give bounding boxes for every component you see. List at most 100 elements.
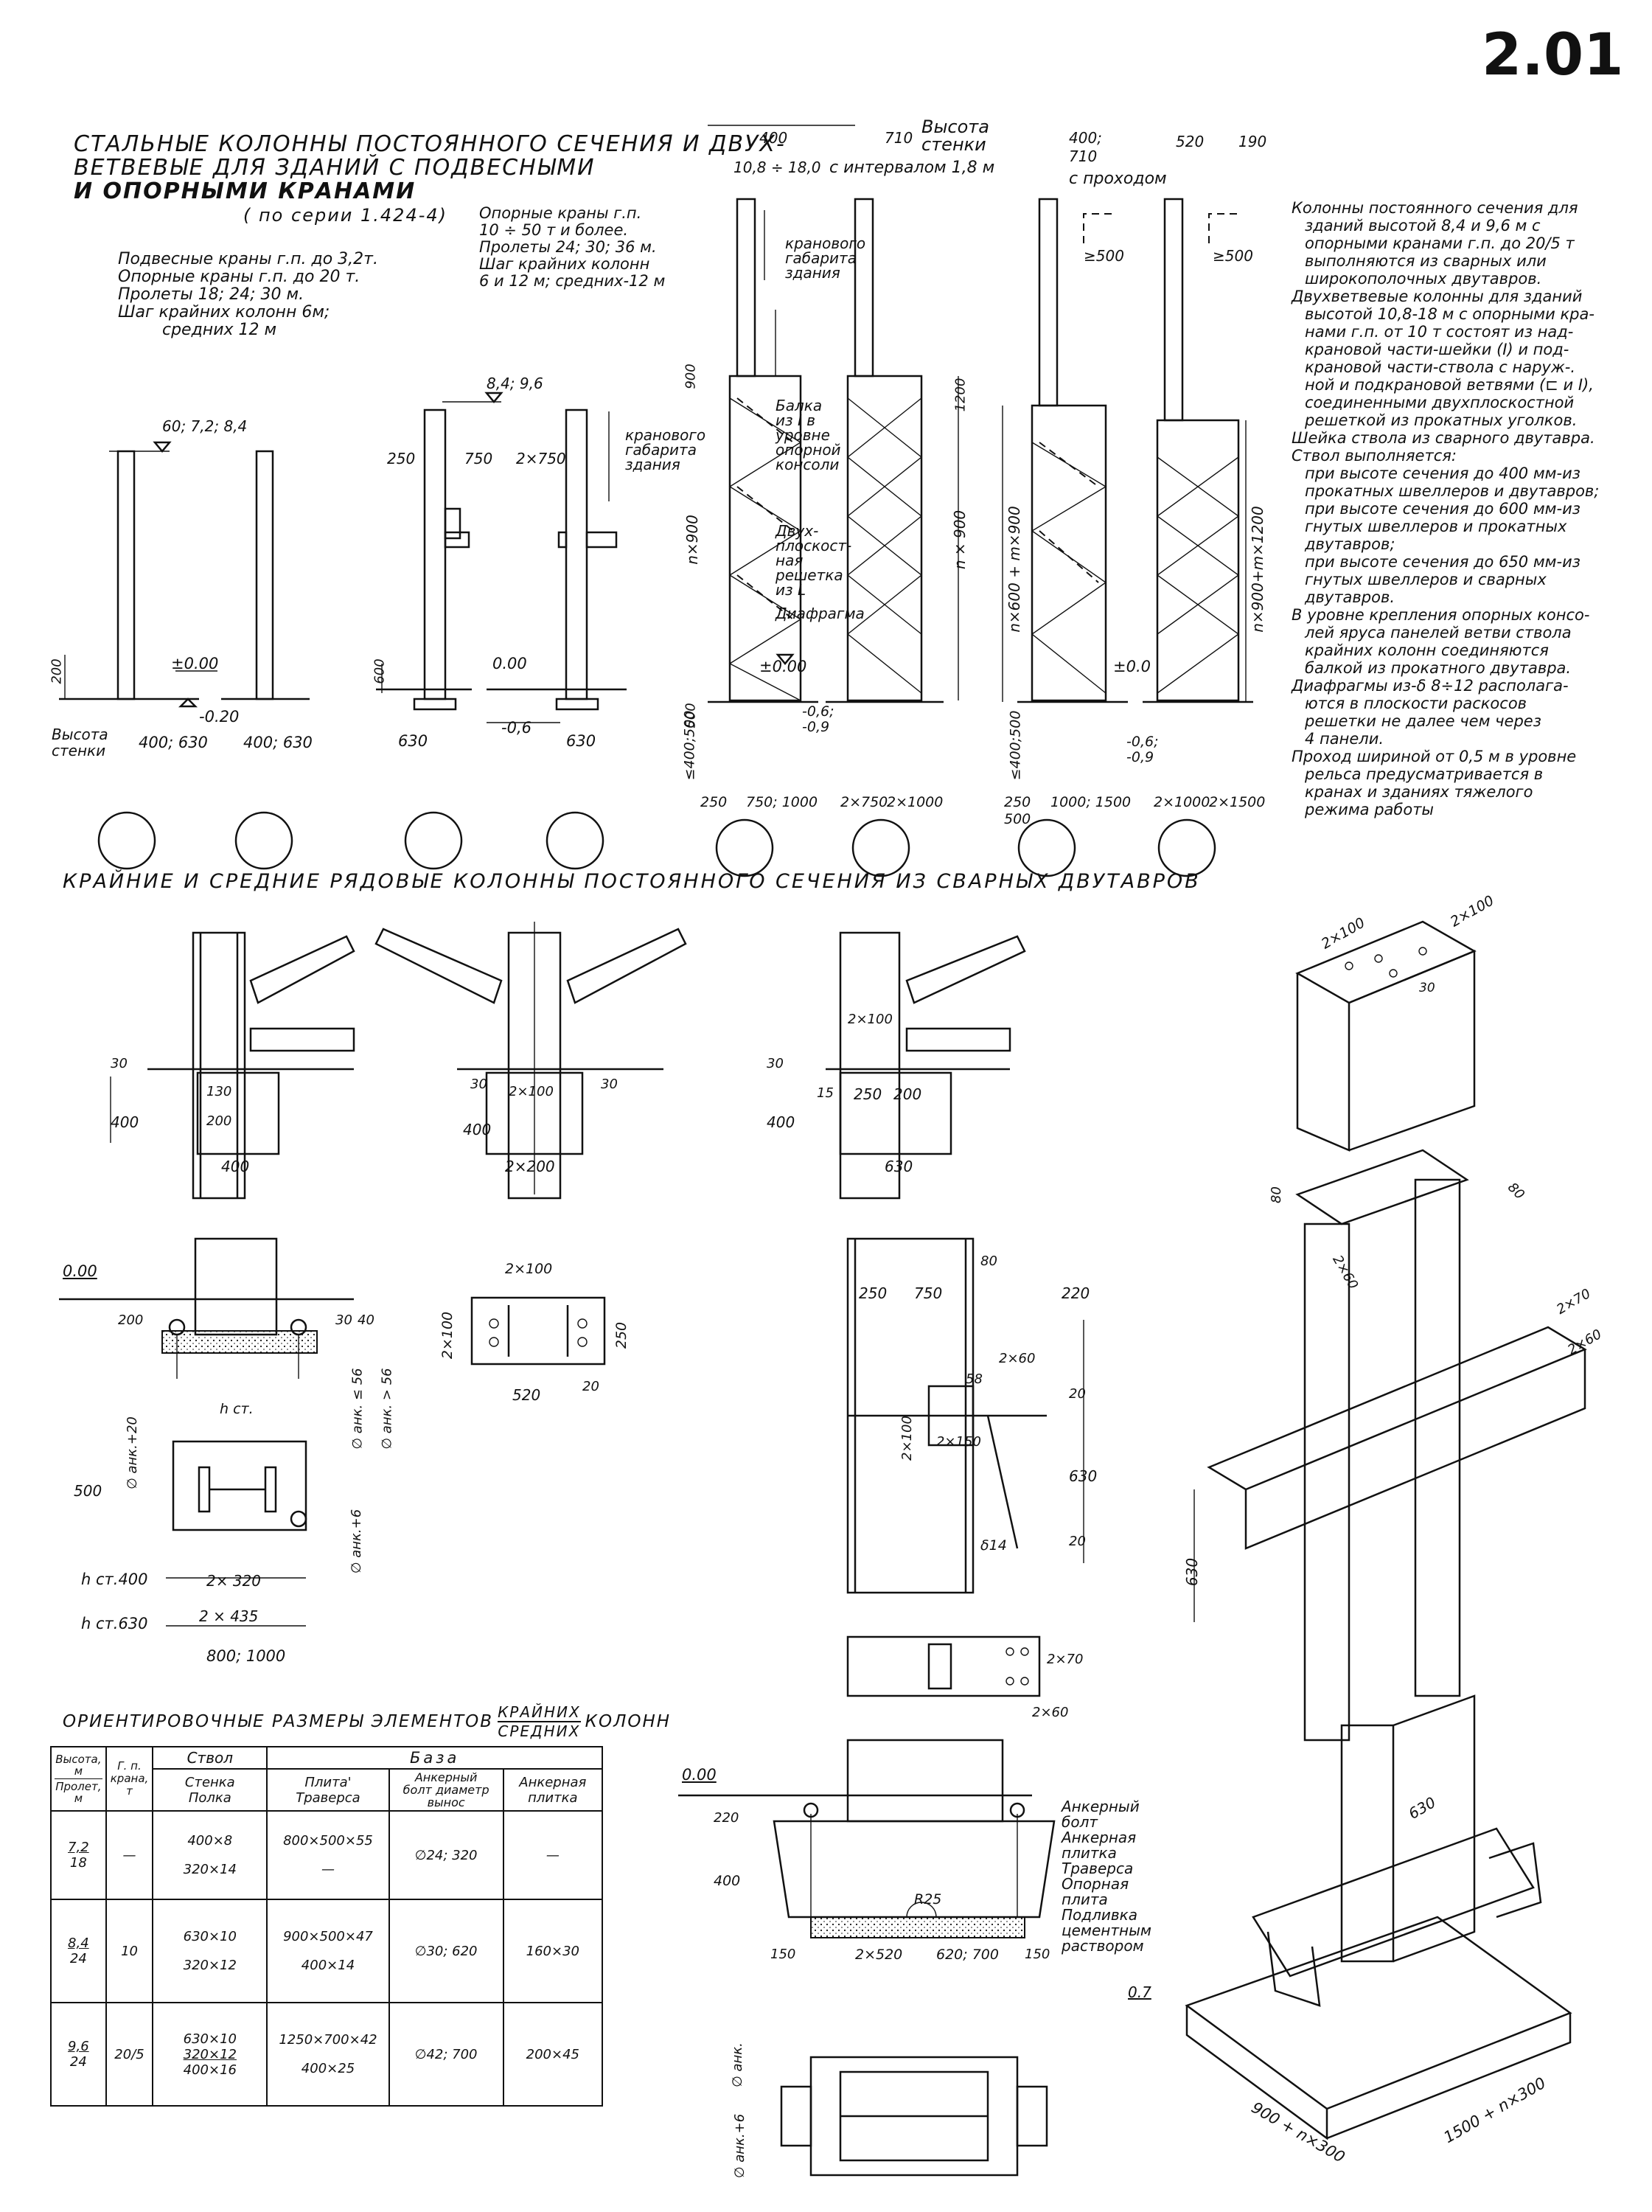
pd-20: 20 bbox=[582, 1379, 599, 1394]
dim-750: 750 bbox=[464, 450, 493, 467]
table-caption-right: колонн bbox=[585, 1712, 672, 1731]
note-line: выполняются из сварных или bbox=[1305, 252, 1547, 270]
page-number: 2.01 bbox=[1482, 22, 1624, 88]
dd-800-1000: 800; 1000 bbox=[206, 1647, 286, 1665]
dim-2x750: 2×750 bbox=[516, 450, 566, 467]
label-lattice-4: решетка bbox=[776, 566, 843, 584]
cell-height: 8,4 bbox=[68, 1935, 89, 1951]
dd-200c: 200 bbox=[118, 1312, 144, 1328]
column-elevation-5 bbox=[708, 125, 855, 703]
dd-30b: 30 bbox=[470, 1077, 487, 1092]
cell-web: 630×10 bbox=[183, 2031, 237, 2047]
cell-web: 400×8 bbox=[187, 1833, 233, 1848]
column-elevation-6 bbox=[826, 198, 959, 703]
bd-r25: R25 bbox=[914, 1891, 942, 1907]
label-grout-3: раствором bbox=[1062, 1937, 1144, 1955]
label-anchor-bolt-2: болт bbox=[1062, 1813, 1098, 1831]
note-line: балкой из прокатного двутавра. bbox=[1305, 659, 1572, 677]
dd-zero: 0.00 bbox=[63, 1262, 97, 1280]
base-section-detail bbox=[678, 1739, 1056, 1938]
th-height-span: Высота, м Пролет, м bbox=[50, 1746, 107, 1812]
cell-span: 24 bbox=[69, 2054, 87, 2070]
dd-anch-le56: ∅ анк. ≤ 56 bbox=[349, 1368, 366, 1450]
th-bolt: Анкерный болт диаметр вынос bbox=[388, 1768, 504, 1812]
th-stem: Ствол bbox=[152, 1746, 268, 1770]
mid-param-2: 10 ÷ 50 т и более. bbox=[479, 221, 629, 239]
cell-aplate: 200×45 bbox=[502, 2002, 604, 2107]
dd-40: 40 bbox=[358, 1312, 374, 1328]
mid-param-5: 6 и 12 м; средних-12 м bbox=[479, 272, 666, 290]
table-row: 8,4 24 10 630×10 320×12 900×500×47 400×1… bbox=[50, 1899, 604, 2003]
dim-710-top-a: 710 bbox=[885, 129, 913, 147]
rd-220: 220 bbox=[1062, 1284, 1090, 1302]
cell-bolt: ∅30; 620 bbox=[388, 1899, 504, 2003]
dim-b1000-1500: 1000; 1500 bbox=[1050, 794, 1132, 810]
note-line: двутавров. bbox=[1305, 588, 1395, 606]
dd-anch20: ∅ анк.+20 bbox=[124, 1416, 140, 1489]
table-caption-frac-bottom: средних bbox=[498, 1722, 581, 1740]
note-line: В уровне крепления опорных консо- bbox=[1292, 606, 1590, 624]
joint-plan-detail bbox=[846, 1635, 1041, 1697]
column-joint-elevation bbox=[846, 1237, 1084, 1594]
note-line: Двухветвевые колонны для зданий bbox=[1292, 288, 1583, 305]
label-anchor-plate-2: плитка bbox=[1062, 1844, 1117, 1862]
dd-30d: 30 bbox=[767, 1056, 784, 1071]
note-line: Проход шириной от 0,5 м в уровне bbox=[1292, 748, 1577, 765]
cell-span: 18 bbox=[69, 1855, 87, 1871]
dd-30a: 30 bbox=[111, 1056, 128, 1071]
label-interval: с интервалом 1,8 м bbox=[829, 159, 995, 177]
isometric-column-joint bbox=[1193, 1149, 1587, 1742]
label-crane-gauge-b-3: здания bbox=[785, 264, 840, 282]
column-elevation-4 bbox=[487, 408, 627, 723]
cell-bolt: ∅24; 320 bbox=[388, 1810, 504, 1900]
note-line: ной и подкрановой ветвями (⊏ и I), bbox=[1305, 376, 1594, 394]
th-traverse: Траверса bbox=[296, 1790, 360, 1806]
note-line: Диафрагмы из-δ 8÷12 располага- bbox=[1292, 677, 1569, 695]
note-line: крановой части-шейки (I) и под- bbox=[1305, 341, 1569, 358]
label-lattice: Двух- плоскост- ная решетка из L bbox=[776, 524, 851, 597]
dd-30e: 30 bbox=[335, 1312, 352, 1328]
cell-height: 9,6 bbox=[68, 2039, 89, 2054]
label-lattice-2: плоскост- bbox=[776, 537, 852, 554]
left-param-1: Подвесные краны г.п. до 3,2т. bbox=[118, 250, 378, 268]
elev-zero-3: ±0.00 bbox=[759, 658, 807, 675]
base-elevation-detail bbox=[59, 1237, 354, 1379]
mid-param-1: Опорные краны г.п. bbox=[479, 204, 642, 222]
dim-b2x1500: 2×1500 bbox=[1209, 794, 1266, 810]
label-crane-gauge-b: кранового габарита здания bbox=[785, 236, 865, 280]
note-line: Шейка ствола из сварного двутавра. bbox=[1292, 429, 1595, 447]
note-line: высотой 10,8-18 м с опорными кра- bbox=[1305, 305, 1595, 323]
cell-traverse: 400×14 bbox=[301, 1958, 355, 1973]
note-line: соединенными двухплоскостной bbox=[1305, 394, 1575, 411]
note-line: лей яруса панелей ветви ствола bbox=[1305, 624, 1572, 641]
th-plate: Плита' bbox=[304, 1774, 352, 1790]
dd-anch-gt56: ∅ анк. > 56 bbox=[379, 1368, 395, 1450]
detail-crane-support-3 bbox=[826, 931, 1026, 1200]
table-caption-fraction: крайних средних bbox=[498, 1703, 581, 1740]
note-line: решетки не далее чем через bbox=[1305, 712, 1541, 730]
cell-span: 24 bbox=[69, 1951, 87, 1966]
dim-n600-m900: n×600 + m×900 bbox=[1005, 506, 1023, 633]
base-plan-bottom bbox=[780, 2056, 1048, 2177]
pd-250: 250 bbox=[613, 1321, 630, 1349]
rd-630: 630 bbox=[1069, 1467, 1098, 1485]
label-crane-gauge-b-1: кранового bbox=[785, 234, 866, 252]
title-line-1: Стальные колонны постоянного сечения и д… bbox=[74, 131, 786, 157]
elev-m09-c: -0,9 bbox=[1126, 749, 1154, 765]
note-line: двутавров; bbox=[1305, 535, 1395, 553]
label-traverse: Траверса bbox=[1062, 1860, 1134, 1877]
table-caption-left: Ориентировочные размеры элементов bbox=[63, 1712, 494, 1731]
cell-height-span: 9,6 24 bbox=[50, 2002, 107, 2107]
pd-520: 520 bbox=[512, 1386, 541, 1404]
cell-plate-traverse: 1250×700×42 400×25 bbox=[266, 2002, 390, 2107]
title-line-3: и опорными кранами bbox=[74, 178, 417, 204]
title-series: ( по серии 1.424-4) bbox=[243, 205, 448, 226]
dim-630-a: 630 bbox=[398, 732, 428, 750]
dim-400-630-b: 400; 630 bbox=[243, 734, 313, 751]
dd-15: 15 bbox=[817, 1085, 834, 1101]
dim-1200: 1200 bbox=[952, 378, 969, 412]
cell-gp: 10 bbox=[105, 1899, 154, 2003]
bd-400: 400 bbox=[714, 1873, 741, 1889]
note-line: прокатных швеллеров и двутавров; bbox=[1305, 482, 1600, 500]
note-line: режима работы bbox=[1305, 801, 1435, 818]
